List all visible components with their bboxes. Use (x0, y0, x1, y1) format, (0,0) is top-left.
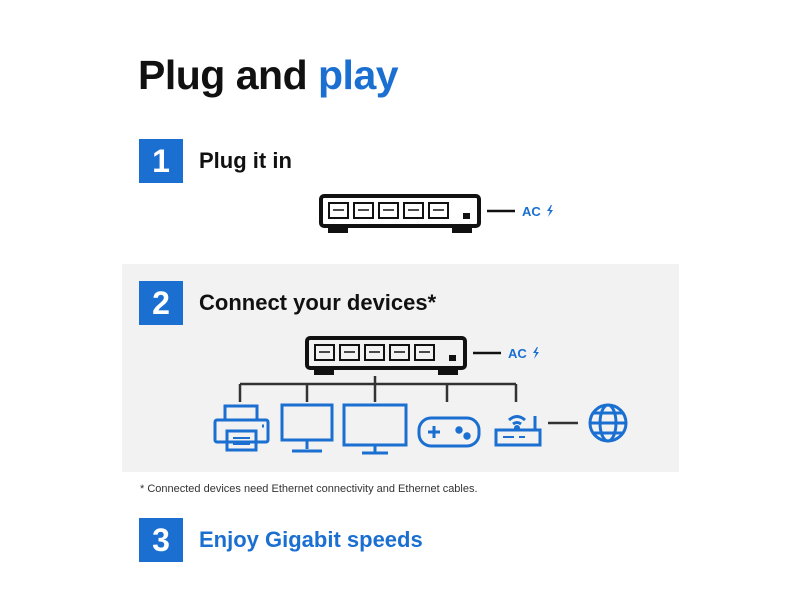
footnote: * Connected devices need Ethernet connec… (140, 483, 478, 495)
lightning-icon (547, 205, 553, 217)
ac-label: AC (508, 346, 527, 361)
lightning-icon (533, 347, 539, 359)
step-3-number: 3 (139, 518, 183, 562)
step-1-label: Plug it in (199, 148, 292, 173)
router-icon (494, 415, 542, 447)
monitor-icon (342, 403, 408, 455)
desktop-monitor-icon (280, 403, 334, 453)
title-accent: play (318, 52, 399, 98)
printer-icon (213, 404, 270, 452)
step-3-label: Enjoy Gigabit speeds (199, 527, 423, 552)
network-switch-icon (305, 336, 467, 375)
title-prefix: Plug and (138, 52, 308, 98)
globe-icon (588, 403, 628, 443)
step-2-number: 2 (139, 281, 183, 325)
ethernet-connections (238, 376, 518, 402)
step-2-label: Connect your devices* (199, 290, 437, 315)
step-1-number: 1 (139, 139, 183, 183)
ac-label: AC (522, 204, 541, 219)
gamepad-icon (417, 416, 481, 448)
network-switch-icon (319, 194, 481, 233)
page-title: Plug and play (138, 52, 399, 99)
